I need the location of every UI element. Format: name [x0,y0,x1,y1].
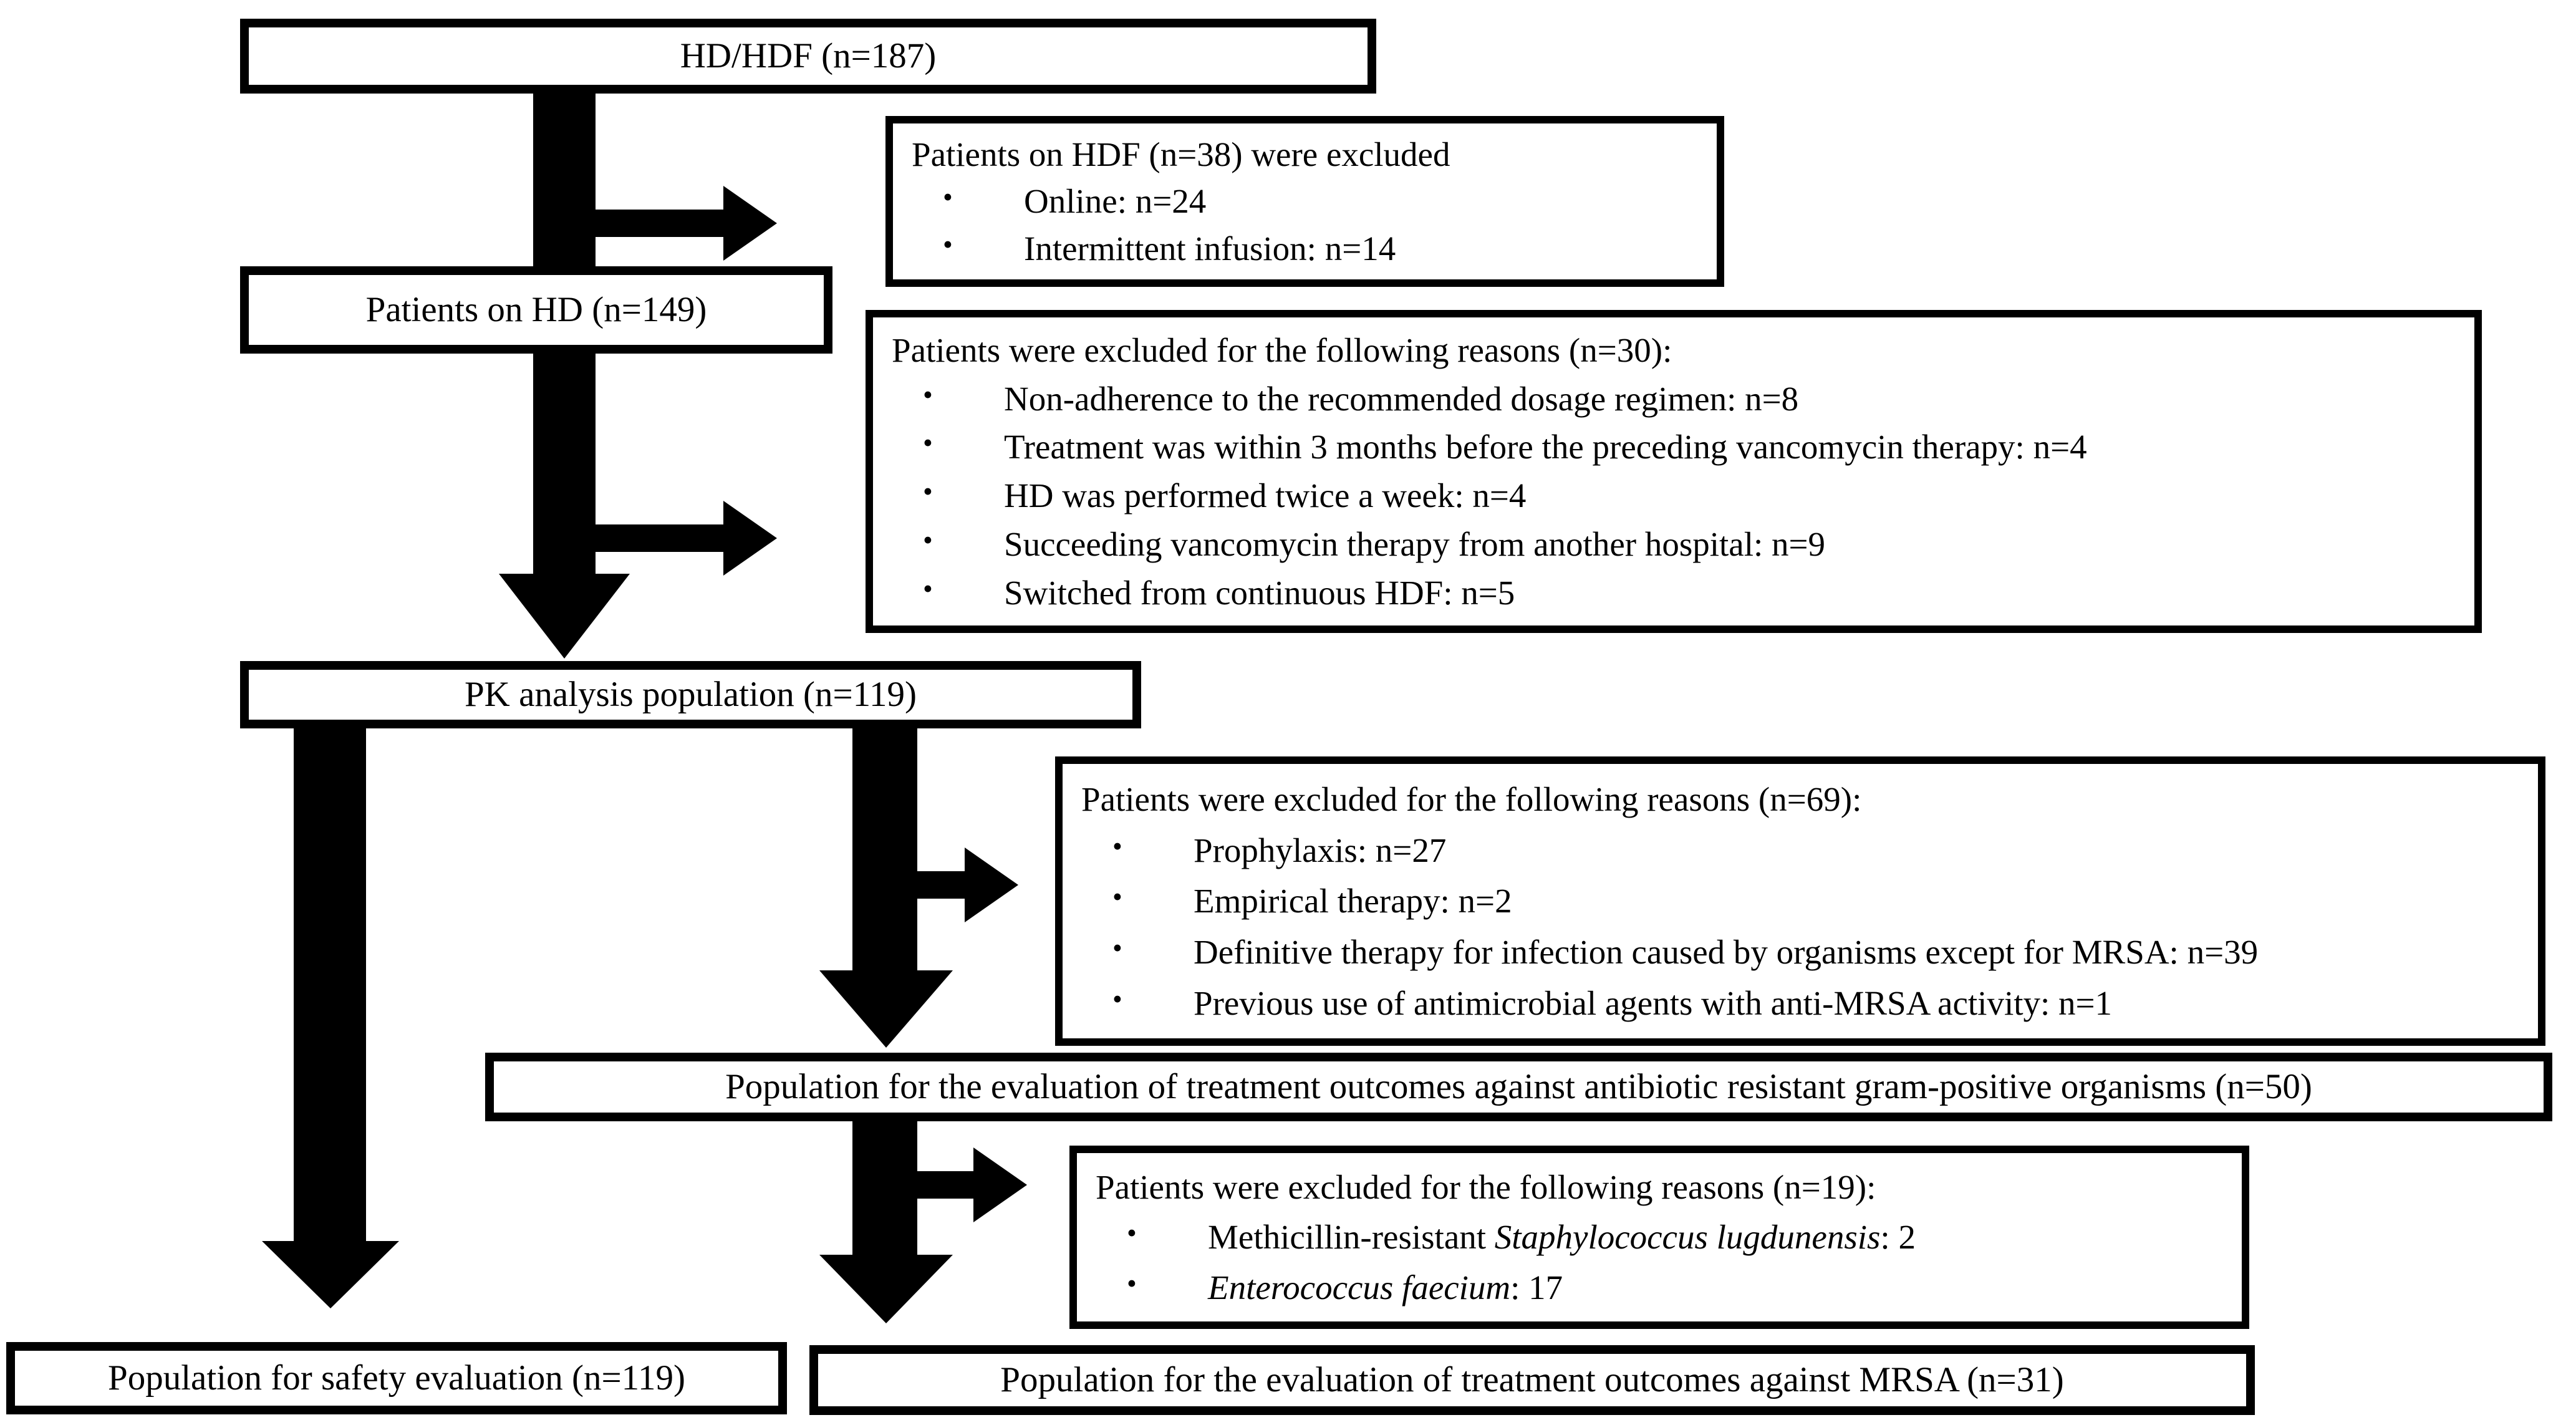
exclusion-item: Previous use of antimicrobial agents wit… [1080,983,2521,1023]
box-patients-hd-label: Patients on HD (n=149) [365,289,707,329]
exclusion-title: Patients were excluded for the following… [1096,1168,1876,1207]
exclusion-item: Intermittent infusion: n=14 [910,229,1699,268]
arrow-hdhdf-to-pk-head [499,574,630,659]
box-safety-evaluation-label: Population for safety evaluation (n=119) [108,1358,685,1398]
exclusion-item: Treatment was within 3 months before the… [890,427,2457,466]
arrow-branch-hdf-excluded-shaft [596,210,723,237]
exclusion-box-hdf: Patients on HDF (n=38) were excluded Onl… [885,116,1724,287]
exclusion-box-n69: Patients were excluded for the following… [1055,756,2545,1046]
organism-name: Enterococcus faecium [1208,1268,1511,1306]
exclusion-title: Patients were excluded for the following… [1081,780,1862,818]
exclusion-item: Prophylaxis: n=27 [1080,831,2521,870]
box-gram-positive-outcomes-label: Population for the evaluation of treatme… [725,1066,2312,1106]
exclusion-item-text: Methicillin-resistant [1208,1218,1495,1257]
exclusion-item-count: : 2 [1880,1218,1916,1257]
arrow-gram-to-mrsa-shaft [852,1121,917,1255]
exclusion-item: Non-adherence to the recommended dosage … [890,379,2457,418]
arrow-pk-to-safety-shaft [294,728,366,1241]
box-hd-hdf-label: HD/HDF (n=187) [680,36,937,75]
box-mrsa-outcomes-label: Population for the evaluation of treatme… [1000,1360,2064,1399]
exclusion-item: Definitive therapy for infection caused … [1080,932,2521,972]
arrow-branch-n30-excluded-shaft [596,524,723,552]
exclusion-item: Online: n=24 [910,181,1699,221]
box-pk-analysis: PK analysis population (n=119) [240,661,1141,728]
exclusion-item: Enterococcus faecium: 17 [1094,1268,2224,1307]
exclusion-item: Methicillin-resistant Staphylococcus lug… [1094,1217,2224,1257]
exclusion-item: HD was performed twice a week: n=4 [890,476,2457,515]
box-pk-analysis-label: PK analysis population (n=119) [464,674,917,714]
arrow-branch-n19-excluded-head [973,1147,1027,1222]
exclusion-item: Empirical therapy: n=2 [1080,881,2521,920]
arrow-branch-n30-excluded-head [723,501,777,576]
arrow-branch-hdf-excluded-head [723,186,777,261]
arrow-pk-to-safety-head [262,1241,399,1308]
exclusion-title: Patients were excluded for the following… [892,331,1672,369]
box-patients-hd: Patients on HD (n=149) [240,266,832,354]
box-hd-hdf: HD/HDF (n=187) [240,19,1376,94]
exclusion-item-count: : 17 [1510,1268,1563,1306]
arrow-branch-n19-excluded-shaft [917,1171,973,1199]
arrow-pk-to-gram-positive-head [819,970,953,1048]
box-safety-evaluation: Population for safety evaluation (n=119) [6,1342,787,1414]
exclusion-item: Switched from continuous HDF: n=5 [890,573,2457,612]
box-gram-positive-outcomes: Population for the evaluation of treatme… [485,1053,2552,1121]
arrow-pk-to-gram-positive-shaft [852,728,917,970]
exclusion-box-n19: Patients were excluded for the following… [1069,1146,2249,1329]
exclusion-box-n30: Patients were excluded for the following… [866,310,2482,633]
organism-name: Staphylococcus lugdunensis [1494,1218,1881,1257]
exclusion-item: Succeeding vancomycin therapy from anoth… [890,524,2457,564]
box-mrsa-outcomes: Population for the evaluation of treatme… [809,1345,2255,1415]
arrow-branch-n69-excluded-head [965,848,1018,922]
arrow-branch-n69-excluded-shaft [917,871,965,899]
exclusion-title: Patients on HDF (n=38) were excluded [912,135,1450,174]
arrow-gram-to-mrsa-head [819,1255,953,1323]
